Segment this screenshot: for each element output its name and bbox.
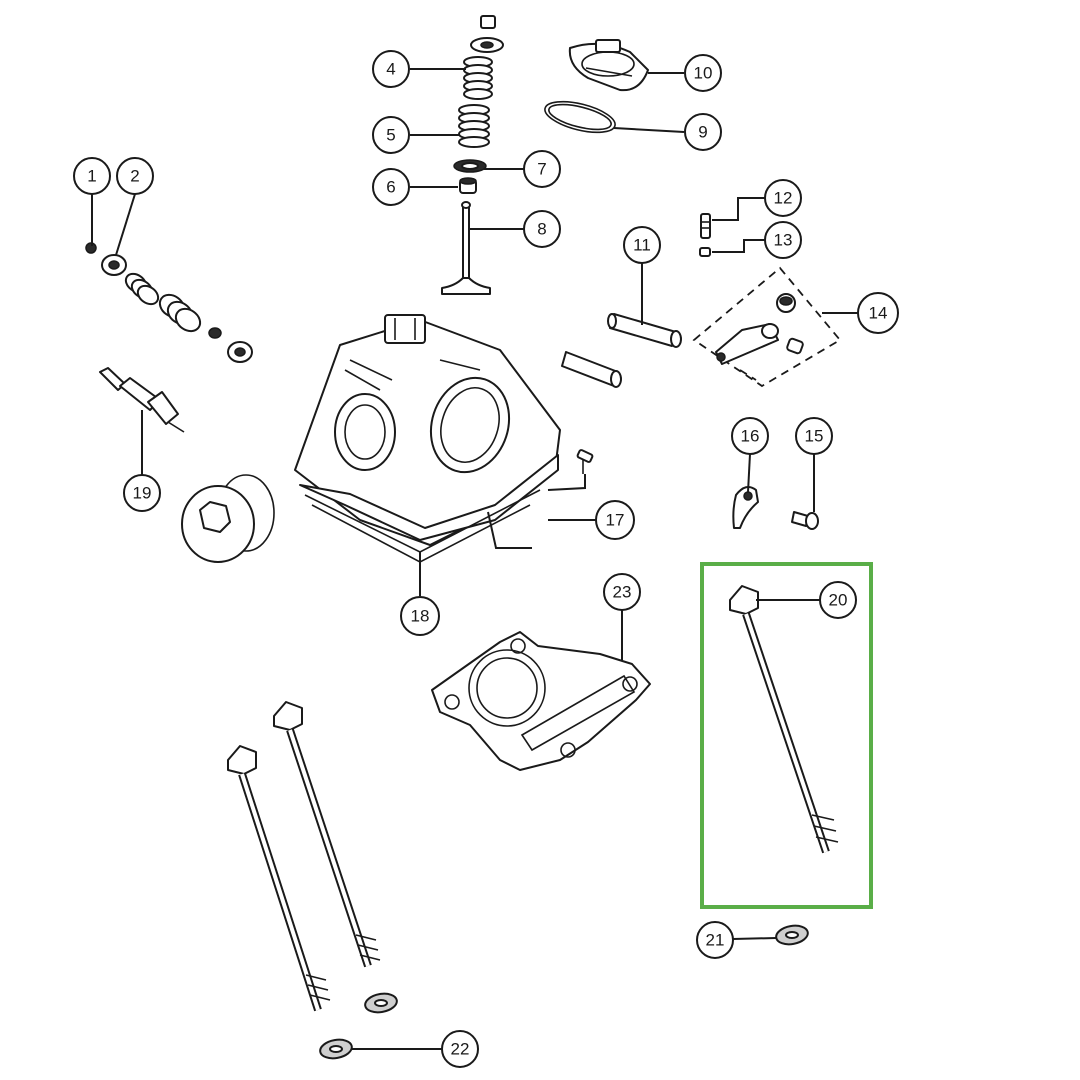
callout-1[interactable]: 1 [73,157,111,195]
adjust-screw-part [700,213,711,239]
screw-small-part [791,511,819,530]
callout-9[interactable]: 9 [684,113,722,151]
callout-17[interactable]: 17 [595,500,635,540]
valve-cotter-part [480,15,496,29]
callout-16[interactable]: 16 [731,417,769,455]
callout-label: 1 [87,167,96,186]
callout-label: 23 [613,583,632,602]
washer-extra-part [364,992,398,1014]
callout-6[interactable]: 6 [372,168,410,206]
stud-bolt-highlighted-part [729,585,839,854]
callout-23[interactable]: 23 [603,573,641,611]
rocker-shaft-part [561,313,682,388]
callout-13[interactable]: 13 [764,221,802,259]
callout-label: 13 [774,231,793,250]
callout-label: 22 [451,1040,470,1059]
head-bolt-small-part [576,449,594,474]
outer-valve-spring-part [463,56,493,100]
filler-cap-part [181,474,275,563]
callout-label: 7 [537,160,546,179]
lever-part [732,485,759,529]
callout-label: 12 [774,189,793,208]
callout-label: 8 [537,220,546,239]
spark-plug-part [99,367,185,433]
callout-4[interactable]: 4 [372,50,410,88]
callout-8[interactable]: 8 [523,210,561,248]
callout-7[interactable]: 7 [523,150,561,188]
callout-label: 2 [130,167,139,186]
highlight-box-20 [700,562,873,909]
valve-spring-retainer-part [470,37,504,53]
callout-label: 14 [869,304,888,323]
callout-10[interactable]: 10 [684,54,722,92]
callout-2[interactable]: 2 [116,157,154,195]
callout-label: 4 [386,60,395,79]
callout-label: 6 [386,178,395,197]
spring-set-left-part [124,272,253,363]
callout-label: 19 [133,484,152,503]
callout-21[interactable]: 21 [696,921,734,959]
seal-washer-part [101,254,127,276]
o-ring-part [544,100,616,134]
callout-18[interactable]: 18 [400,596,440,636]
valve-part [441,201,491,295]
washer-21-part [775,924,809,946]
callout-label: 20 [829,591,848,610]
lock-nut-part [699,247,711,257]
callout-14[interactable]: 14 [857,292,899,334]
washer-22-part [319,1038,353,1060]
inner-valve-spring-part [458,104,490,148]
valve-cover-part [568,39,649,92]
callout-label: 17 [606,511,625,530]
callout-22[interactable]: 22 [441,1030,479,1068]
cylinder-head-gasket-part [431,631,651,771]
rocker-arm-assembly-part [692,266,842,388]
callout-label: 11 [633,236,651,255]
callout-20[interactable]: 20 [819,581,857,619]
callout-label: 10 [694,64,713,83]
stud-bolt-center-part [273,701,381,968]
callout-label: 9 [698,123,707,142]
callout-label: 5 [386,126,395,145]
callout-5[interactable]: 5 [372,116,410,154]
callout-12[interactable]: 12 [764,179,802,217]
valve-stem-seal-part [459,177,477,194]
callout-label: 18 [411,607,430,626]
leader-lines [91,68,858,1050]
callout-label: 15 [805,427,824,446]
callout-15[interactable]: 15 [795,417,833,455]
cylinder-head-part [294,314,561,563]
callout-label: 21 [706,931,725,950]
spring-seat-part [453,159,487,173]
stud-bolt-left-part [227,745,331,1012]
callout-19[interactable]: 19 [123,474,161,512]
callout-label: 16 [741,427,760,446]
callout-11[interactable]: 11 [623,226,661,264]
